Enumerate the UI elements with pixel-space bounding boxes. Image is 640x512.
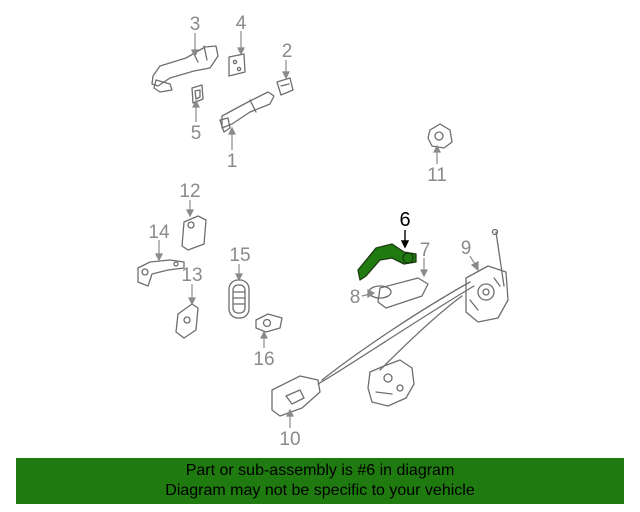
callout-10: 10	[279, 429, 300, 450]
notice-line-part: Part or sub-assembly is #6 in diagram	[185, 462, 455, 479]
callout-14: 14	[148, 222, 170, 243]
part-5-gasket[interactable]	[191, 84, 204, 104]
part-6-highlighted-handle[interactable]	[357, 243, 417, 281]
callout-7: 7	[420, 240, 431, 261]
part-10-handle-housing[interactable]	[271, 375, 329, 417]
callout-13: 13	[181, 265, 202, 286]
part-12-latch-plate[interactable]	[181, 215, 207, 251]
callout-8: 8	[350, 287, 361, 308]
notice-line-disclaimer: Diagram may not be specific to your vehi…	[165, 482, 475, 499]
diagram-notice-banner: Part or sub-assembly is #6 in diagram Di…	[16, 458, 624, 504]
leader-lines	[155, 31, 479, 428]
part-16-clip[interactable]	[255, 313, 283, 333]
part-1-inner-handle[interactable]	[219, 91, 275, 133]
part-7-pad[interactable]	[377, 277, 429, 309]
callout-1: 1	[227, 151, 238, 172]
part-14-rod-assembly[interactable]	[137, 259, 185, 287]
callout-4: 4	[236, 13, 247, 34]
leader-line-6	[400, 230, 410, 249]
part-2-cover[interactable]	[276, 77, 294, 96]
callout-11: 11	[427, 165, 447, 186]
callout-6: 6	[399, 209, 410, 231]
callout-16: 16	[253, 349, 274, 370]
callout-2: 2	[282, 41, 293, 62]
part-4-escutcheon[interactable]	[228, 53, 246, 77]
part-remote-lock-body[interactable]	[367, 359, 415, 407]
parts-diagram: 3 4 2 5 1 11 12 14 13 15 16 10 6 7 8 9	[137, 13, 509, 450]
callout-5: 5	[191, 123, 202, 144]
callout-12: 12	[179, 181, 200, 202]
callout-3: 3	[190, 14, 201, 35]
callout-15: 15	[229, 245, 250, 266]
control-cables	[321, 228, 505, 381]
part-13-lower-bracket[interactable]	[175, 303, 199, 339]
part-15-oval-cover[interactable]	[228, 279, 250, 319]
callout-9: 9	[461, 238, 472, 259]
part-11-bracket[interactable]	[427, 123, 453, 149]
part-3-outer-handle[interactable]	[151, 45, 219, 93]
part-9-door-latch[interactable]	[465, 265, 509, 323]
